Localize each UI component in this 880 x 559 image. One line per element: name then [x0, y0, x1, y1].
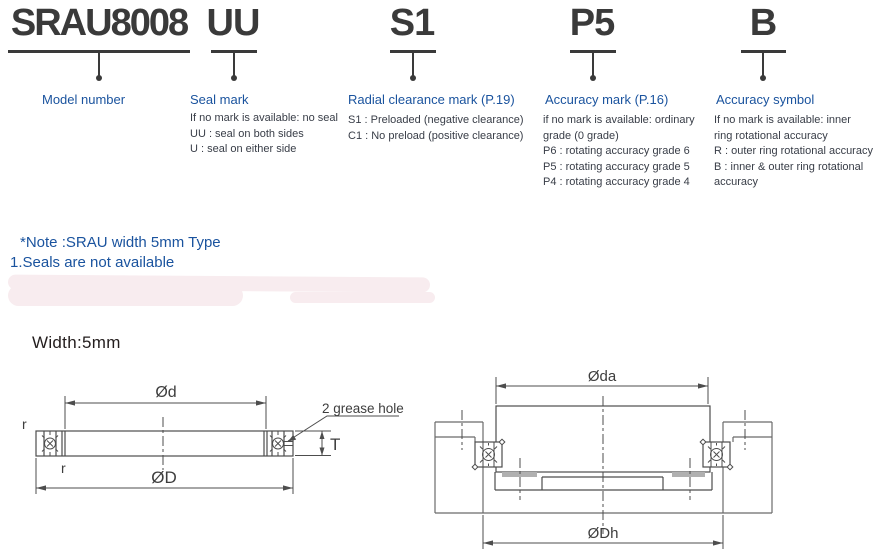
leader-line — [233, 53, 235, 77]
dim-label-shaft-diameter: Øda — [588, 368, 617, 385]
model-code-accuracy-mark: P5 — [569, 2, 615, 44]
leader-line — [98, 53, 100, 77]
note-line-1: *Note :SRAU width 5mm Type — [20, 234, 221, 251]
bearing-left — [471, 438, 506, 471]
grease-hole-label: 2 grease hole — [322, 401, 404, 416]
fillet-label-bottom: r — [61, 460, 66, 476]
model-code-main: SRAU8008 — [10, 2, 189, 44]
dim-inner-diameter — [64, 396, 267, 429]
leader-dot — [410, 75, 416, 81]
dim-thickness — [295, 430, 331, 456]
desc-radial-clearance: S1 : Preloaded (negative clearance) C1 :… — [348, 114, 524, 142]
center-lines — [461, 396, 746, 534]
leader-dot — [231, 75, 237, 81]
dim-shaft-diameter — [495, 377, 709, 404]
leader-line — [762, 53, 764, 77]
model-code-accuracy-symbol: B — [749, 2, 777, 44]
leader-dot — [96, 75, 102, 81]
desc-accuracy-mark: if no mark is available: ordinary grade … — [543, 114, 695, 188]
leader-line — [592, 53, 594, 77]
underline-bar — [390, 50, 436, 53]
label-accuracy-mark: Accuracy mark (P.16) — [545, 92, 669, 107]
mounting-example-drawing: Øda ØDh — [434, 368, 773, 549]
label-seal-mark: Seal mark — [190, 92, 249, 107]
width-section-label: Width:5mm — [32, 333, 121, 352]
underline-bar — [570, 50, 616, 53]
dim-label-outer-diameter: ØD — [151, 468, 177, 487]
leader-dot — [590, 75, 596, 81]
leader-dot — [760, 75, 766, 81]
note-line-2: 1.Seals are not available — [10, 254, 175, 271]
label-model-number: Model number — [42, 92, 126, 107]
grease-hole-leader — [287, 415, 399, 442]
desc-seal-mark: If no mark is available: no seal UU : se… — [190, 112, 338, 155]
underline-bar — [211, 50, 257, 53]
underline-bar — [8, 50, 190, 53]
desc-accuracy-symbol: If no mark is available: inner ring rota… — [714, 114, 873, 188]
fillet-label-top: r — [22, 416, 27, 432]
model-code-clearance: S1 — [389, 2, 435, 44]
underline-bar — [741, 50, 786, 53]
dim-label-inner-diameter: Ød — [155, 384, 176, 401]
dim-label-thickness: T — [330, 435, 340, 454]
bearing-right — [699, 438, 734, 471]
whiteout-smudge — [290, 292, 435, 303]
ball-symbol-right — [269, 431, 287, 456]
dim-housing-diameter — [482, 515, 724, 549]
dim-label-housing-diameter: ØDh — [588, 525, 619, 542]
ball-symbol-left — [41, 431, 59, 456]
model-code-seal: UU — [206, 2, 261, 44]
spacer-lip-right — [672, 472, 705, 477]
whiteout-smudge — [8, 285, 243, 306]
leader-line — [412, 53, 414, 77]
spacer-lip-left — [502, 472, 537, 477]
label-radial-clearance: Radial clearance mark (P.19) — [348, 92, 515, 107]
label-accuracy-symbol: Accuracy symbol — [716, 92, 815, 107]
bearing-ring-outline — [35, 430, 294, 457]
bearing-cross-section-drawing: Ød ØD T 2 grease hole r r — [22, 384, 404, 494]
